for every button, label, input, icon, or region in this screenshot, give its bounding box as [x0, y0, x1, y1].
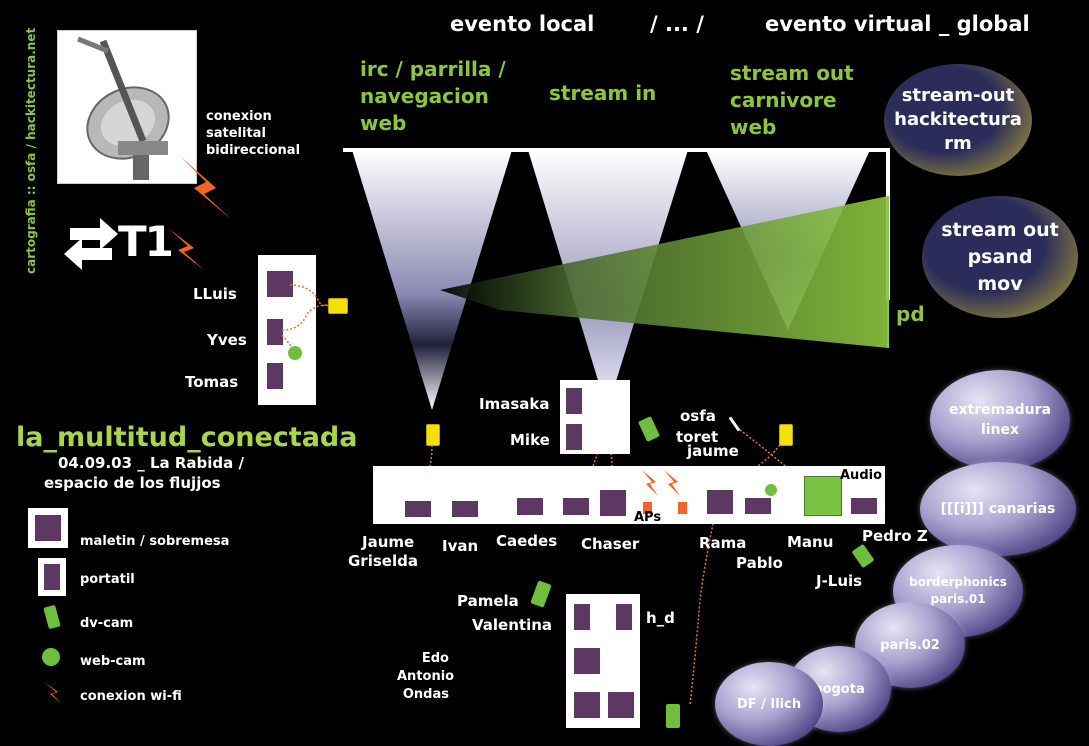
header-separator: / ... /	[650, 12, 704, 36]
legend-web-cam-icon	[42, 648, 60, 666]
label-caedes: Caedes	[496, 532, 558, 550]
satellite-wifi-bolt-icon	[176, 152, 234, 226]
label-imasaka: Imasaka	[479, 395, 550, 413]
label-yves: Yves	[207, 331, 247, 349]
panel-hd	[566, 594, 640, 728]
ap-wifi-bolts-icon	[640, 468, 684, 502]
laptop-hd-1	[574, 604, 590, 630]
label-lluis: LLuis	[193, 285, 237, 303]
laptop-tomas	[267, 363, 283, 389]
legend-laptop-icon	[38, 558, 66, 596]
panel-imasaka-mike	[560, 380, 630, 454]
web-cam-pablo	[765, 484, 777, 496]
t1-arrows-icon	[60, 212, 122, 278]
title-date: 04.09.03 _ La Rabida /	[58, 454, 244, 472]
beam-irc	[352, 150, 512, 410]
dv-cam-hd	[666, 704, 680, 728]
label-manu: Manu	[787, 533, 834, 551]
label-ivan: Ivan	[442, 537, 479, 555]
laptop-imasaka	[566, 388, 582, 414]
legend-wifi-icon	[42, 680, 64, 710]
desktop-lluis	[267, 271, 293, 297]
label-valentina: Valentina	[472, 616, 553, 634]
label-audio: Audio	[840, 468, 883, 483]
t1-wifi-bolt-icon	[166, 226, 206, 276]
ap-icon-1	[643, 502, 652, 514]
title-sub: espacio de los flujjos	[44, 474, 221, 492]
legend-webcam-label: web-cam	[80, 654, 146, 669]
laptop-yves	[267, 319, 283, 345]
label-rama: Rama	[699, 534, 747, 552]
legend-dv-cam-icon	[43, 604, 61, 630]
label-toret: toret	[676, 428, 719, 446]
dv-cam-irc	[426, 424, 440, 446]
label-griselda: Griselda	[348, 552, 418, 570]
node-canarias: [[[i]]] canarias	[920, 462, 1076, 556]
t1-label: T1	[118, 217, 174, 266]
desktop-chaser-1	[563, 498, 589, 515]
desktop-hd-5	[608, 692, 634, 718]
legend-wifi-label: conexion wi-fi	[80, 689, 182, 704]
header-global: evento virtual _ global	[765, 12, 1030, 36]
label-aps: APs	[634, 510, 662, 525]
legend-desktop-icon	[28, 508, 68, 548]
legend: maletin / sobremesa portatil dv-cam web-…	[28, 508, 238, 708]
legend-desktop-label: maletin / sobremesa	[80, 534, 230, 549]
label-osfa: osfa	[680, 407, 716, 425]
main-table	[373, 466, 885, 524]
label-pamela: Pamela	[457, 592, 519, 610]
pd-label: pd	[896, 302, 925, 326]
label-jaume: Jaume	[362, 533, 415, 551]
label-jaume-top: jaume	[687, 442, 739, 460]
dv-cam-lluis	[328, 298, 348, 314]
desktop-chaser-2	[600, 490, 626, 516]
label-chaser: Chaser	[581, 535, 640, 553]
web-cam-yves	[288, 346, 302, 360]
desktop-pablo	[745, 498, 771, 514]
legend-dvcam-label: dv-cam	[80, 616, 134, 631]
ap-icon-2	[678, 502, 687, 514]
audio-box	[804, 476, 842, 516]
label-pedroz: Pedro Z	[862, 527, 928, 545]
legend-laptop-label: portatil	[80, 572, 135, 587]
laptop-hd-2	[616, 604, 632, 630]
label-tomas: Tomas	[185, 373, 239, 391]
desktop-jaume	[405, 501, 431, 517]
node-df-ilich: DF / Ilich	[715, 662, 823, 746]
desktop-caedes	[517, 498, 543, 515]
label-hd: h_d	[646, 609, 675, 627]
label-pablo: Pablo	[736, 554, 783, 572]
beam-pd	[440, 196, 888, 348]
desktop-hd-4	[574, 692, 600, 718]
desktop-rama	[707, 490, 733, 514]
column-stream-in: stream in	[549, 81, 657, 105]
desktop-hd-3	[574, 648, 600, 674]
desktop-pedro	[851, 498, 877, 514]
header-local: evento local	[450, 12, 595, 36]
main-title: la_multitud_conectada	[16, 422, 358, 453]
dv-cam-stream-out	[779, 424, 793, 446]
laptop-mike	[566, 424, 582, 450]
satellite-dish-image	[57, 30, 197, 184]
label-jluis: J-Luis	[816, 572, 863, 590]
desktop-ivan	[452, 501, 478, 517]
label-mike: Mike	[510, 431, 550, 449]
